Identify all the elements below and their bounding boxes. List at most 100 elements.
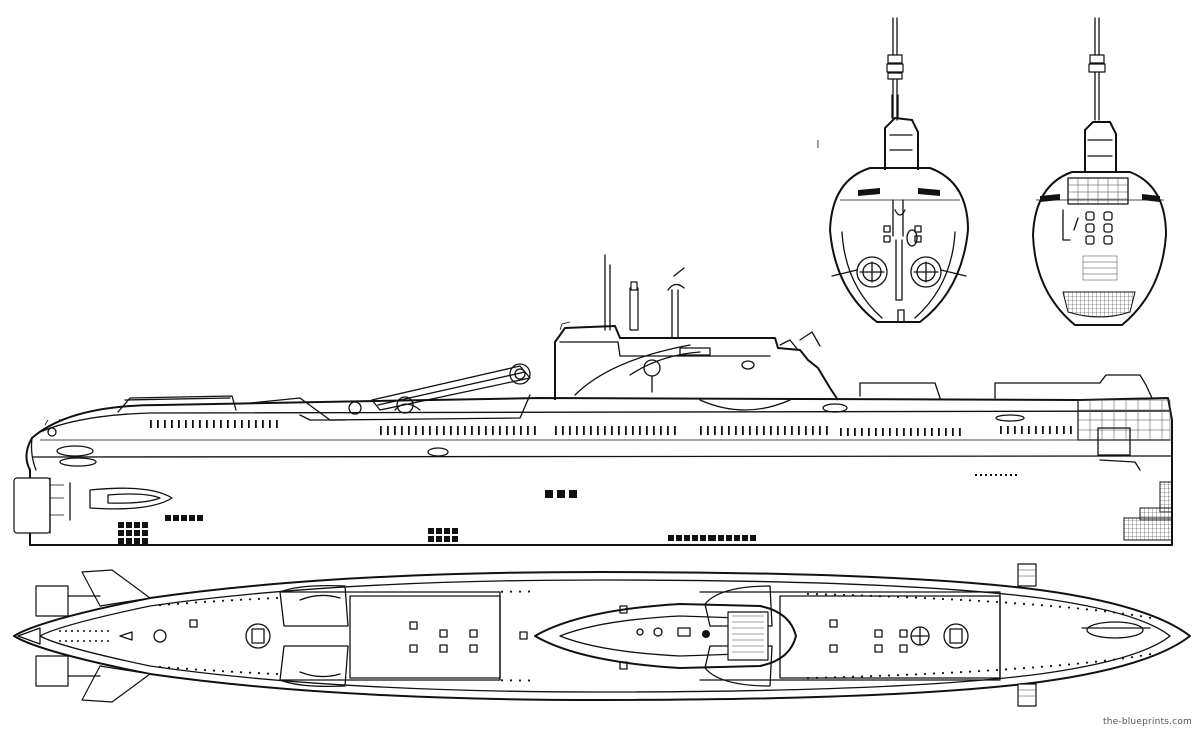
rivet xyxy=(1076,607,1080,610)
limber-hole xyxy=(457,426,459,435)
hatch-square xyxy=(710,535,716,541)
rivet xyxy=(1148,616,1152,619)
rivet xyxy=(89,630,91,632)
rivet xyxy=(83,640,85,642)
limber-hole xyxy=(826,426,828,435)
hatch-marker xyxy=(469,629,478,638)
limber-hole xyxy=(248,420,250,428)
rivet xyxy=(1112,611,1116,614)
vent-dot xyxy=(1000,474,1002,476)
limber-hole xyxy=(756,426,758,435)
limber-hole xyxy=(889,428,891,436)
rivet xyxy=(878,674,882,677)
hatch-square xyxy=(569,490,577,498)
side-periscope-masts xyxy=(604,254,685,339)
limber-hole xyxy=(931,428,933,436)
hatch-marker xyxy=(439,629,448,638)
rivet xyxy=(239,671,243,674)
rivet xyxy=(1031,603,1035,606)
rivet xyxy=(860,594,864,597)
hatch-square xyxy=(165,515,171,521)
rivet xyxy=(815,676,819,679)
stern-hull-section xyxy=(1032,171,1167,326)
limber-hole xyxy=(632,426,634,435)
rivet xyxy=(1013,602,1017,605)
rivet xyxy=(95,640,97,642)
hatch-marker xyxy=(439,644,448,653)
hatch-square xyxy=(700,535,706,541)
limber-hole xyxy=(276,420,278,428)
rivet xyxy=(1085,661,1089,664)
rivet xyxy=(869,675,873,678)
limber-hole xyxy=(728,426,730,435)
limber-hole xyxy=(805,426,807,435)
limber-hole xyxy=(611,426,613,435)
rivet xyxy=(815,593,819,596)
rivet xyxy=(806,677,810,680)
limber-hole xyxy=(840,428,842,436)
limber-hole xyxy=(255,420,257,428)
plan-view xyxy=(13,563,1191,707)
limber-hole xyxy=(667,426,669,435)
rivet xyxy=(896,674,900,677)
vent-dot xyxy=(985,474,987,476)
hatch-marker xyxy=(829,619,838,628)
rivet xyxy=(266,597,270,600)
rivet xyxy=(896,595,900,598)
rivet xyxy=(959,598,963,601)
rivet xyxy=(1103,610,1107,613)
vent-dot xyxy=(975,474,977,476)
hatch-square xyxy=(118,522,124,528)
plan-hatch-markers xyxy=(189,605,908,670)
hatch-square xyxy=(181,515,187,521)
rivet xyxy=(851,675,855,678)
hatch-square xyxy=(436,536,442,542)
limber-hole xyxy=(896,428,898,436)
vent-dot xyxy=(990,474,992,476)
rivet xyxy=(887,595,891,598)
limber-hole xyxy=(513,426,515,435)
hatch-square xyxy=(428,528,434,534)
limber-hole xyxy=(401,426,403,435)
limber-hole xyxy=(721,426,723,435)
rivet xyxy=(986,669,990,672)
rivet xyxy=(59,630,61,632)
rivet xyxy=(230,670,234,673)
side-forward-casing xyxy=(859,374,1171,471)
limber-hole xyxy=(206,420,208,428)
rivet xyxy=(257,597,261,600)
hatch-square xyxy=(126,530,132,536)
side-bow-fittings xyxy=(44,418,97,467)
rivet xyxy=(1103,659,1107,662)
rivet xyxy=(509,679,513,682)
limber-hole xyxy=(1070,426,1072,434)
plan-hull-outline xyxy=(13,571,1191,701)
rivet xyxy=(509,590,513,593)
limber-hole xyxy=(1042,426,1044,434)
hatch-square xyxy=(718,535,724,541)
limber-hole xyxy=(1021,426,1023,434)
limber-hole xyxy=(185,420,187,428)
limber-hole xyxy=(1028,426,1030,434)
hatch-marker xyxy=(469,644,478,653)
rivet xyxy=(914,673,918,676)
rivet xyxy=(176,667,180,670)
hatch-square xyxy=(676,535,682,541)
hatch-square xyxy=(142,522,148,528)
hatch-square xyxy=(134,522,140,528)
rivet xyxy=(101,630,103,632)
rivet xyxy=(203,669,207,672)
rivet xyxy=(887,674,891,677)
hatch-marker xyxy=(409,644,418,653)
rivet xyxy=(842,675,846,679)
limber-hole xyxy=(241,420,243,428)
rivet xyxy=(167,603,171,606)
limber-hole xyxy=(674,426,676,435)
rivet xyxy=(968,670,972,673)
limber-hole xyxy=(262,420,264,428)
limber-hole xyxy=(770,426,772,435)
limber-hole xyxy=(910,428,912,436)
rivet xyxy=(500,590,504,593)
rivet xyxy=(1022,667,1026,670)
